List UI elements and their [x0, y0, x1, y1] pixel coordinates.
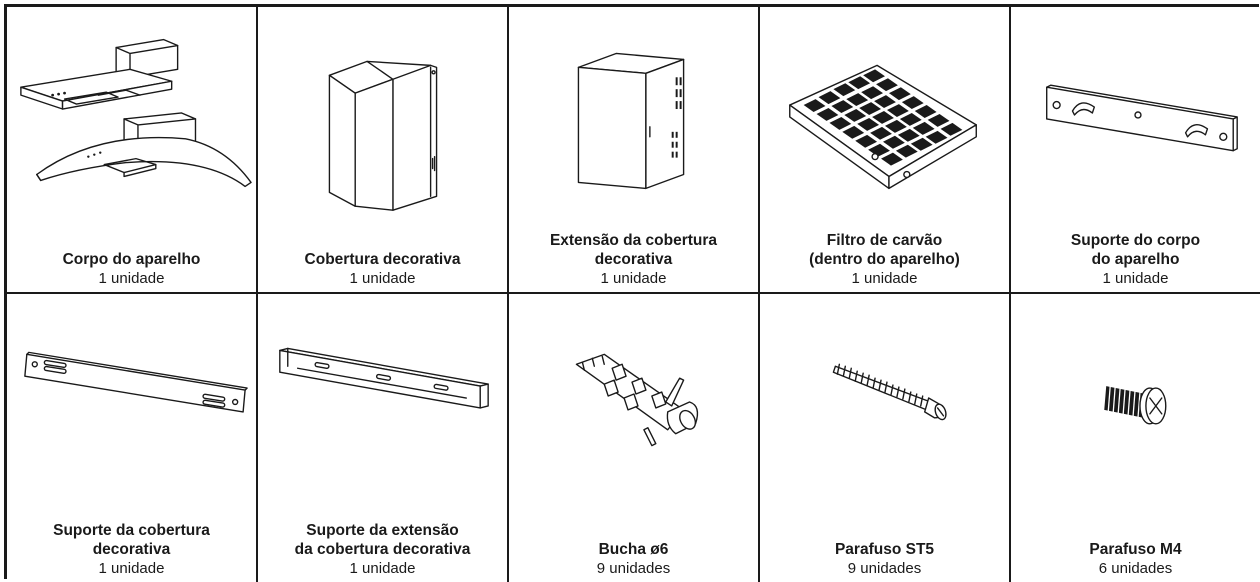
charcoal-filter-icon — [789, 64, 977, 190]
part-cell-screw-m4: Parafuso M4 6 unidades — [1011, 294, 1260, 582]
part-cell-cover-bracket: Suporte da cobertura decorativa 1 unidad… — [7, 294, 258, 582]
part-quantity: 9 unidades — [596, 560, 671, 577]
part-cell-extension-bracket: Suporte da extensão da cobertura decorat… — [258, 294, 509, 582]
part-name: Filtro de carvão (dentro do aparelho) — [809, 232, 960, 268]
part-name: Parafuso ST5 — [834, 541, 935, 558]
wall-plug-icon — [575, 353, 699, 447]
part-quantity: 6 unidades — [1098, 560, 1173, 577]
part-name: Suporte do corpo do aparelho — [1070, 232, 1201, 268]
extension-bracket-icon — [279, 347, 489, 409]
part-cell-extension: Extensão da cobertura decorativa 1 unida… — [509, 7, 760, 294]
part-quantity: 1 unidade — [349, 270, 416, 287]
range-hood-body-icon — [20, 38, 252, 188]
part-quantity: 1 unidade — [349, 560, 416, 577]
part-cell-wall-plug: Bucha ø6 9 unidades — [509, 294, 760, 582]
part-quantity: 9 unidades — [847, 560, 922, 577]
part-name: Cobertura decorativa — [304, 251, 461, 268]
part-name: Suporte da cobertura decorativa — [53, 522, 210, 558]
part-cell-body: Corpo do aparelho 1 unidade — [7, 7, 258, 294]
part-name: Extensão da cobertura decorativa — [549, 232, 718, 268]
part-cell-screw-st5: Parafuso ST5 9 unidades — [760, 294, 1011, 582]
parts-table: Corpo do aparelho 1 unidade Cobertura de… — [4, 4, 1260, 582]
part-cell-body-bracket: Suporte do corpo do aparelho 1 unidade — [1011, 7, 1260, 294]
part-name: Parafuso M4 — [1089, 541, 1182, 558]
part-name: Corpo do aparelho — [62, 251, 201, 268]
part-quantity: 1 unidade — [98, 560, 165, 577]
cover-extension-icon — [577, 52, 685, 190]
part-name: Suporte da extensão da cobertura decorat… — [294, 522, 471, 558]
cover-bracket-icon — [24, 351, 248, 413]
part-quantity: 1 unidade — [600, 270, 667, 287]
part-name: Bucha ø6 — [598, 541, 669, 558]
part-quantity: 1 unidade — [1102, 270, 1169, 287]
screw-m4-icon — [1104, 386, 1167, 425]
part-cell-filter: Filtro de carvão (dentro do aparelho) 1 … — [760, 7, 1011, 294]
screw-st5-icon — [832, 363, 947, 421]
part-cell-cover: Cobertura decorativa 1 unidade — [258, 7, 509, 294]
part-quantity: 1 unidade — [98, 270, 165, 287]
decorative-cover-icon — [328, 60, 438, 211]
part-quantity: 1 unidade — [851, 270, 918, 287]
body-bracket-icon — [1046, 84, 1238, 152]
